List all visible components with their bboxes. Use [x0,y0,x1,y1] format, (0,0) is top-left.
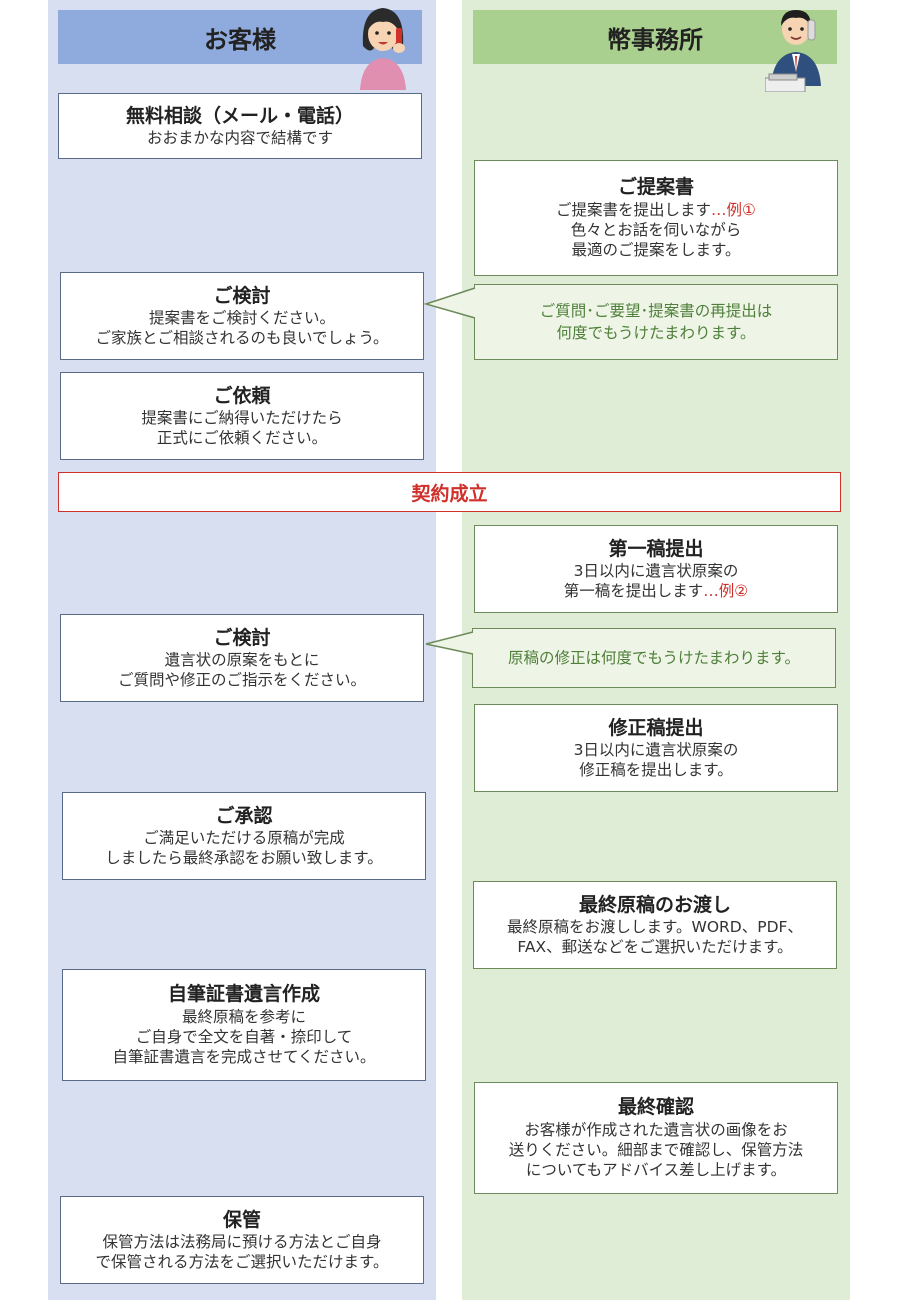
callout-pointer [425,631,474,655]
step-line: 修正稿を提出します。 [579,761,733,780]
note-line: ご質問･ご要望･提案書の再提出は [539,301,773,320]
customer-step-storage: 保管 保管方法は法務局に預ける方法とご自身 で保管される方法をご選択いただけます… [60,1196,424,1284]
step-title: 最終確認 [617,1096,694,1119]
contract-label: 契約成立 [411,482,488,505]
step-title: 無料相談（メール・電話） [125,104,354,127]
example-reference: …例② [703,582,749,601]
step-line: ご家族とご相談されるのも良いでしょう。 [95,329,389,348]
step-title: 保管 [222,1208,261,1231]
office-header-label: 幣事務所 [607,25,703,54]
step-line: 第一稿を提出します…例② [564,581,748,601]
customer-step-approval: ご承認 ご満足いただける原稿が完成 しましたら最終承認をお願い致します。 [62,792,426,880]
step-line: しましたら最終承認をお願い致します。 [105,849,383,868]
step-line: 自筆証書遺言を完成させてください。 [112,1048,376,1067]
office-note-revisions: 原稿の修正は何度でもうけたまわります。 [472,628,836,688]
step-line: 提案書にご納得いただけたら [141,409,343,428]
example-reference: …例① [711,201,756,220]
step-line: 遺言状の原案をもとに [164,651,320,670]
step-line-text: ご提案書を提出します [556,201,712,220]
customer-header: お客様 [58,10,422,64]
step-line: 最終原稿をお渡しします。WORD、PDF、 [507,918,803,937]
step-line: ご満足いただける原稿が完成 [143,829,345,848]
step-title: ご提案書 [617,176,694,199]
step-line: 送りください。細部まで確認し、保管方法 [508,1141,804,1160]
step-title: ご依頼 [213,384,271,407]
office-step-revised-draft: 修正稿提出 3日以内に遺言状原案の 修正稿を提出します。 [474,704,838,792]
step-line: 3日以内に遺言状原案の [573,741,739,760]
step-line: についてもアドバイス差し上げます。 [525,1161,787,1180]
step-line: 最終原稿を参考に [181,1008,306,1027]
callout-pointer [423,287,476,319]
step-line: 正式にご依頼ください。 [156,429,328,448]
step-title: 第一稿提出 [608,537,704,560]
step-title: ご承認 [215,804,273,827]
customer-step-request: ご依頼 提案書にご納得いただけたら 正式にご依頼ください。 [60,372,424,460]
customer-step-review-draft: ご検討 遺言状の原案をもとに ご質問や修正のご指示をください。 [60,614,424,702]
step-line: ご提案書を提出します…例① [556,200,756,220]
step-title: ご検討 [213,284,271,307]
step-line: 色々とお話を伺いながら [570,221,742,240]
step-line: 保管方法は法務局に預ける方法とご自身 [102,1233,382,1252]
step-line: お客様が作成された遺言状の画像をお [524,1121,788,1140]
note-line: 何度でもうけたまわります。 [556,324,756,342]
step-line: 最適のご提案をします。 [571,241,741,260]
customer-step-review-proposal: ご検討 提案書をご検討ください。 ご家族とご相談されるのも良いでしょう。 [60,272,424,360]
step-line: ご自身で全文を自著・捺印して [135,1028,353,1047]
note-line: 原稿の修正は何度でもうけたまわります。 [507,648,801,667]
step-line: 3日以内に遺言状原案の [573,562,739,581]
step-line: FAX、郵送などをご選択いただけます。 [517,938,793,957]
step-line: で保管される方法をご選択いただけます。 [95,1253,389,1272]
step-line-text: 第一稿を提出します [563,582,704,601]
office-step-final-check: 最終確認 お客様が作成された遺言状の画像をお 送りください。細部まで確認し、保管… [474,1082,838,1194]
customer-step-free-consultation: 無料相談（メール・電話） おおまかな内容で結構です [58,93,422,159]
woman-on-phone-icon [360,8,406,90]
step-title: 修正稿提出 [608,716,704,739]
contract-established-banner: 契約成立 [58,472,841,512]
step-title: ご検討 [213,626,271,649]
step-line: おおまかな内容で結構です [146,129,333,148]
office-step-final-manuscript: 最終原稿のお渡し 最終原稿をお渡しします。WORD、PDF、 FAX、郵送などを… [473,881,837,969]
office-header: 幣事務所 [473,10,837,64]
office-note-requests: ご質問･ご要望･提案書の再提出は 何度でもうけたまわります。 [474,284,838,360]
step-line: 提案書をご検討ください。 [148,309,335,328]
man-on-phone-at-desk-icon [765,10,821,92]
office-step-proposal: ご提案書 ご提案書を提出します…例① 色々とお話を伺いながら 最適のご提案をしま… [474,160,838,276]
step-title: 最終原稿のお渡し [578,893,731,916]
step-line: ご質問や修正のご指示をください。 [117,671,366,690]
customer-header-label: お客様 [204,25,276,54]
customer-step-write-will: 自筆証書遺言作成 最終原稿を参考に ご自身で全文を自著・捺印して 自筆証書遺言を… [62,969,426,1081]
step-title: 自筆証書遺言作成 [167,983,320,1006]
office-step-first-draft: 第一稿提出 3日以内に遺言状原案の 第一稿を提出します…例② [474,525,838,613]
